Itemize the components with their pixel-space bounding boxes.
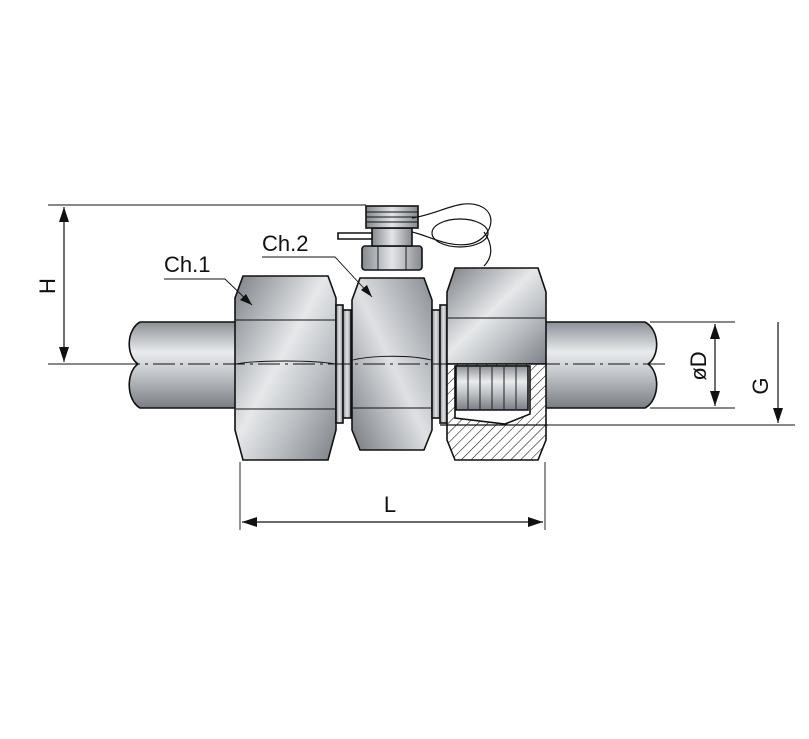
- label-l: L: [384, 492, 396, 517]
- retaining-ring: [411, 203, 492, 267]
- right-nut-section: [440, 363, 548, 461]
- dimension-g: G: [548, 322, 795, 426]
- label-h: H: [35, 278, 60, 294]
- callout-ch1: Ch.1: [164, 252, 253, 306]
- dimension-h: H: [35, 204, 366, 365]
- label-g: G: [748, 377, 773, 394]
- left-union-nut: [234, 275, 337, 461]
- left-pipe: [128, 321, 241, 409]
- right-union-nut: [446, 267, 547, 365]
- vent-screw: [337, 205, 423, 271]
- label-d: øD: [686, 351, 711, 380]
- dimension-l: L: [239, 462, 546, 530]
- label-ch2: Ch.2: [262, 231, 308, 256]
- right-pipe: [544, 321, 658, 409]
- dimension-d: øD: [650, 321, 735, 409]
- label-ch1: Ch.1: [164, 252, 210, 277]
- callout-ch2: Ch.2: [262, 231, 373, 298]
